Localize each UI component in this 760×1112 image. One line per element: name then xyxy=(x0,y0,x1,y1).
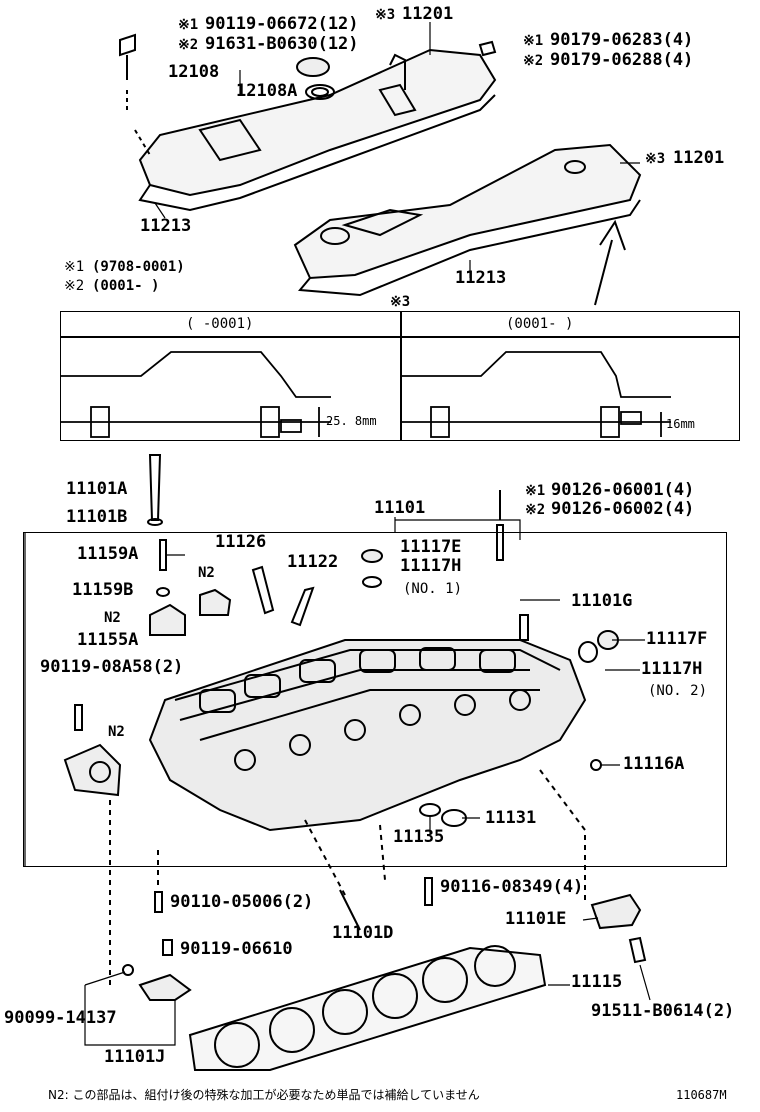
bolt-a-pn1[interactable]: 90119-06672(12) xyxy=(205,14,359,34)
part-11117H-1-note: (NO. 1) xyxy=(403,581,463,597)
n2-note-c: N2 xyxy=(108,724,125,740)
part-90099-14137[interactable]: 90099-14137 xyxy=(4,1008,117,1028)
n2-note-b: N2 xyxy=(104,610,121,626)
stud-mark1: ※1 xyxy=(525,483,546,499)
part-12108[interactable]: 12108 xyxy=(168,62,220,82)
detail-box-title: ※3 xyxy=(390,294,411,310)
footer-note: N2: この部品は、組付け後の特殊な加工が必要なため単品では補給していません xyxy=(48,1088,480,1102)
part-11117F[interactable]: 11117F xyxy=(646,629,708,649)
part-11159B[interactable]: 11159B xyxy=(72,580,134,600)
date-note-2-text: (0001- ) xyxy=(92,278,160,294)
detail-cover-profiles xyxy=(61,351,671,438)
detail-left-dimension: 25. 8mm xyxy=(326,414,377,428)
detail-right-header: (0001- ) xyxy=(506,316,574,332)
bolt-a-mark1: ※1 xyxy=(178,17,199,33)
cover-a-mark: ※3 xyxy=(375,7,396,23)
part-90110-05006[interactable]: 90110-05006(2) xyxy=(170,892,314,912)
part-11116A[interactable]: 11116A xyxy=(623,754,685,774)
part-11101G[interactable]: 11101G xyxy=(571,591,633,611)
cylinder-head-group-box xyxy=(23,532,727,867)
part-11201-b[interactable]: 11201 xyxy=(673,148,725,168)
part-11126[interactable]: 11126 xyxy=(215,532,267,552)
date-note-1-text: (9708-0001) xyxy=(92,259,185,275)
part-11101[interactable]: 11101 xyxy=(374,498,426,518)
part-12108A[interactable]: 12108A xyxy=(236,81,298,101)
nut-mark2: ※2 xyxy=(523,53,544,69)
part-11117H-1[interactable]: 11117H xyxy=(400,556,462,576)
detail-box-divider xyxy=(400,312,402,440)
detail-box: ( -0001) (0001- ) 25. 8mm 16mm xyxy=(60,311,740,441)
nut-pn2[interactable]: 90179-06288(4) xyxy=(550,50,694,70)
part-90119-06610[interactable]: 90119-06610 xyxy=(180,939,293,959)
bolt-a-mark2: ※2 xyxy=(178,37,199,53)
part-11101A[interactable]: 11101A xyxy=(66,479,128,499)
part-90119-08A58[interactable]: 90119-08A58(2) xyxy=(40,657,184,677)
part-91511-B0614[interactable]: 91511-B0614(2) xyxy=(591,1001,735,1021)
part-11117H-2[interactable]: 11117H xyxy=(641,659,703,679)
stud-pn2[interactable]: 90126-06002(4) xyxy=(551,499,695,519)
cover-b-mark: ※3 xyxy=(645,151,666,167)
part-11213-a[interactable]: 11213 xyxy=(140,216,192,236)
part-11135[interactable]: 11135 xyxy=(393,827,445,847)
stud-pn1[interactable]: 90126-06001(4) xyxy=(551,480,695,500)
part-11122[interactable]: 11122 xyxy=(287,552,339,572)
date-note-1-mark: ※1 xyxy=(64,259,85,275)
part-11213-b[interactable]: 11213 xyxy=(455,268,507,288)
nut-pn1[interactable]: 90179-06283(4) xyxy=(550,30,694,50)
part-11159A[interactable]: 11159A xyxy=(77,544,139,564)
part-11201-a[interactable]: 11201 xyxy=(402,4,454,24)
part-11131[interactable]: 11131 xyxy=(485,808,537,828)
part-11117H-2-note: (NO. 2) xyxy=(648,683,708,699)
date-note-2-mark: ※2 xyxy=(64,278,85,294)
stud-mark2: ※2 xyxy=(525,502,546,518)
n2-note-a: N2 xyxy=(198,565,215,581)
bolt-a-pn2[interactable]: 91631-B0630(12) xyxy=(205,34,359,54)
detail-left-header: ( -0001) xyxy=(186,316,254,332)
part-11101D[interactable]: 11101D xyxy=(332,923,394,943)
part-11101J[interactable]: 11101J xyxy=(104,1047,166,1067)
diagram-id: 110687M xyxy=(676,1088,727,1102)
detail-right-dimension: 16mm xyxy=(666,417,695,431)
part-11117E[interactable]: 11117E xyxy=(400,537,462,557)
part-11101E[interactable]: 11101E xyxy=(505,909,567,929)
part-11115[interactable]: 11115 xyxy=(571,972,623,992)
part-11101B[interactable]: 11101B xyxy=(66,507,128,527)
part-90116-08349[interactable]: 90116-08349(4) xyxy=(440,877,584,897)
nut-mark1: ※1 xyxy=(523,33,544,49)
part-11155A[interactable]: 11155A xyxy=(77,630,139,650)
